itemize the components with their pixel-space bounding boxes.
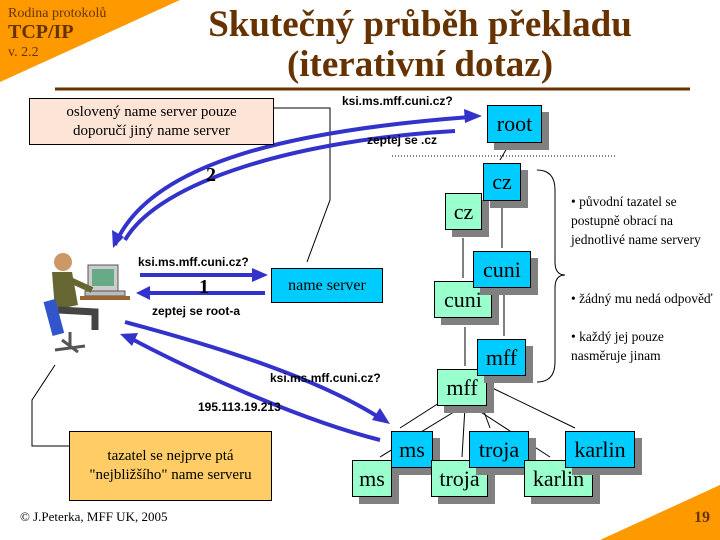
connector-top-note [274, 107, 331, 263]
note-recommend: oslovený name server pouze doporučí jiný… [29, 98, 274, 145]
connector-bottom-note [31, 364, 70, 447]
server-root: root [487, 105, 542, 143]
label-query-local: ksi.ms.mff.cuni.cz? [138, 255, 249, 269]
page-title: Skutečný průběh překladu [208, 4, 632, 45]
label-answer-local: zeptej se root-a [152, 304, 241, 318]
local-name-server: name server [271, 268, 383, 303]
label-answer-ms: 195.113.19.213 [198, 400, 281, 414]
server-cz-visited: cz [445, 193, 482, 230]
server-cuni-visited: cuni [434, 281, 492, 318]
bullet-3: • každý jej pouze nasměruje jinam [571, 329, 664, 363]
page-subtitle: (iterativní dotaz) [286, 44, 554, 85]
label-query-ms: ksi.ms.mff.cuni.cz? [270, 371, 381, 385]
bullet-1: • původní tazatel se postupně obrací na … [571, 194, 701, 247]
brace [536, 169, 566, 383]
arrow-heads [112, 109, 482, 424]
corner-triangle [0, 0, 180, 82]
series-name: Rodina protokolů [8, 6, 107, 21]
server-troja: troja [469, 431, 529, 468]
series-subtitle: TCP/IP [8, 21, 74, 43]
server-mff-visited: mff [437, 369, 487, 406]
server-ms: ms [391, 431, 433, 468]
bullet-2: • žádný mu nedá odpověď [571, 291, 713, 306]
server-mff: mff [477, 339, 526, 376]
step-1: 1 [199, 276, 209, 298]
server-cuni: cuni [473, 251, 531, 288]
page-number: 19 [694, 509, 710, 526]
user-at-computer-icon [43, 253, 130, 354]
step-2: 2 [206, 164, 216, 186]
label-query-root: ksi.ms.mff.cuni.cz? [342, 94, 453, 108]
corner-triangle-bottom [600, 485, 720, 540]
copyright: © J.Peterka, MFF UK, 2005 [20, 509, 168, 524]
query-arrows [113, 115, 471, 442]
label-answer-root: zeptej se .cz [367, 133, 438, 147]
server-cz: cz [483, 163, 521, 201]
server-ms-visited: ms [352, 460, 392, 497]
note-nearest: tazatel se nejprve ptá "nejbližšího" nam… [69, 431, 272, 501]
series-version: v. 2.2 [8, 45, 39, 60]
server-karlin: karlin [565, 431, 635, 468]
